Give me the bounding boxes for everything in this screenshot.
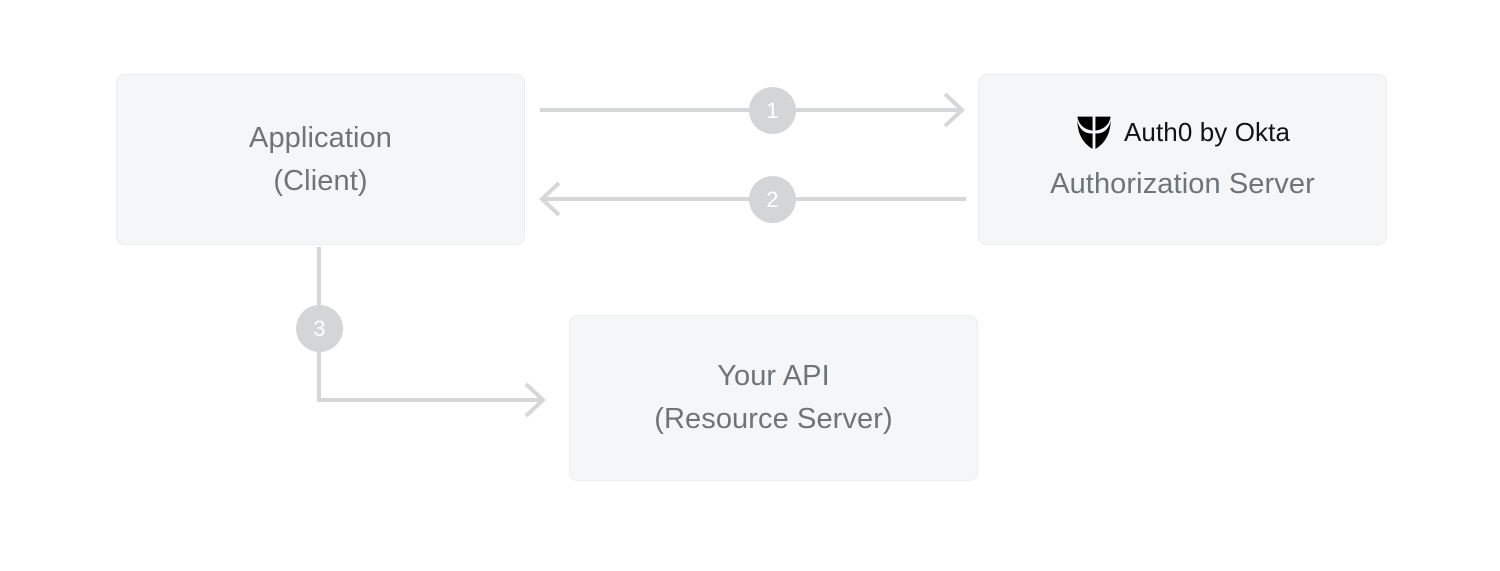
connector-3-arrowhead-icon xyxy=(524,382,546,418)
step-badge-1-label: 1 xyxy=(766,97,779,123)
node-your-api-line1: Your API xyxy=(717,360,830,392)
connector-2-arrowhead-icon xyxy=(539,181,561,217)
step-badge-2-label: 2 xyxy=(766,186,779,212)
step-badge-2: 2 xyxy=(749,176,796,223)
node-application-line1: Application xyxy=(249,121,392,154)
node-application-line2: (Client) xyxy=(273,164,368,197)
node-authorization-server: Auth0 by Okta Authorization Server xyxy=(978,74,1387,245)
connector-3-line xyxy=(317,247,542,402)
connector-3 xyxy=(317,247,546,418)
step-badge-1: 1 xyxy=(749,87,796,134)
okta-shield-icon xyxy=(1077,116,1111,149)
node-application: Application (Client) xyxy=(116,74,525,245)
node-your-api: Your API (Resource Server) xyxy=(569,315,978,481)
node-authorization-server-line1: Authorization Server xyxy=(1050,168,1315,200)
step-badge-3-label: 3 xyxy=(313,315,326,341)
node-your-api-line2: (Resource Server) xyxy=(654,403,893,435)
connector-1-arrowhead-icon xyxy=(943,92,965,128)
step-badge-3: 3 xyxy=(296,305,343,352)
auth0-wordmark: Auth0 by Okta xyxy=(1123,117,1291,147)
auth0-brand-lockup: Auth0 by Okta xyxy=(1075,113,1290,151)
